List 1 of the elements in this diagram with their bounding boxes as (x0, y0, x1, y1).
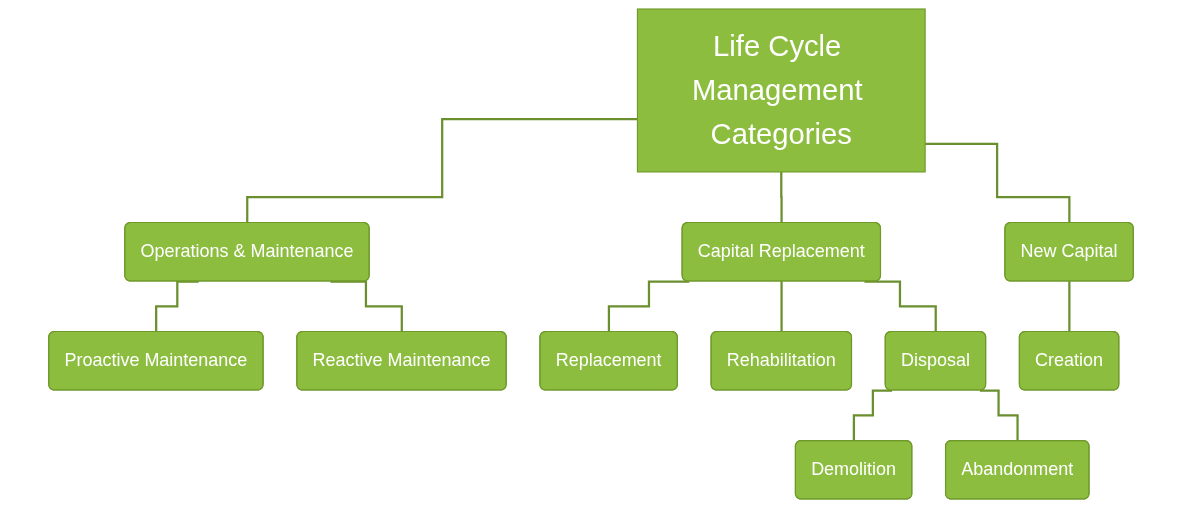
node-box: Life Cycle Management Categories (636, 8, 926, 173)
